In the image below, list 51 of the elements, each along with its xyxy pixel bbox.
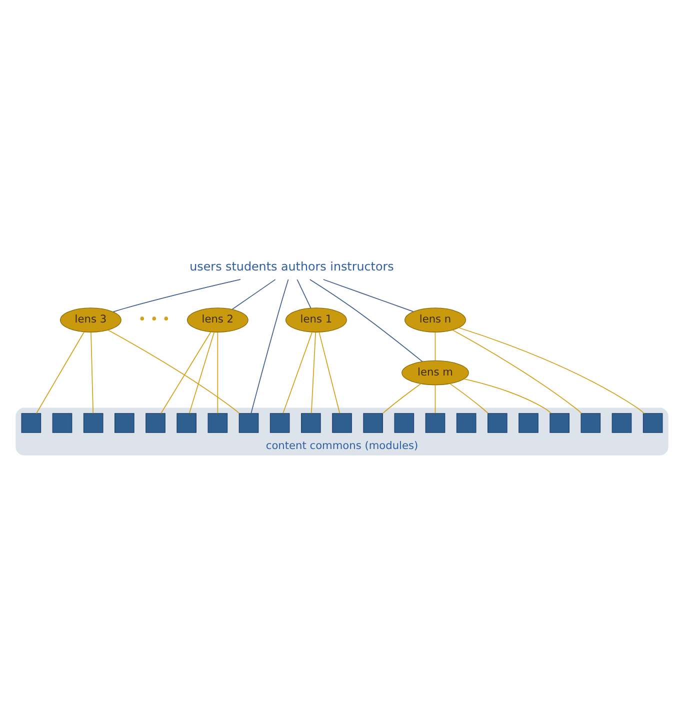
node-box xyxy=(550,412,570,432)
node-box xyxy=(456,412,476,432)
node-box xyxy=(394,412,414,432)
connector xyxy=(217,331,218,414)
node-box xyxy=(21,412,42,432)
node-box xyxy=(146,412,166,432)
node-box xyxy=(52,412,72,432)
connector xyxy=(322,278,414,312)
node-box xyxy=(363,412,383,432)
node-ellipse: lens 3 xyxy=(60,307,122,332)
node-box xyxy=(83,412,104,432)
node-box xyxy=(518,412,538,432)
node-box xyxy=(301,412,321,432)
label: • • • xyxy=(138,312,170,327)
node-ellipse: lens n xyxy=(404,307,466,332)
connector xyxy=(434,331,436,360)
connector xyxy=(434,384,436,414)
cluster: content commons (modules) xyxy=(16,407,668,455)
node-box xyxy=(425,412,446,432)
connector xyxy=(296,278,312,308)
connector xyxy=(282,331,313,414)
connector xyxy=(310,331,316,414)
connector xyxy=(382,382,422,414)
connector xyxy=(112,278,241,312)
connector xyxy=(450,382,488,414)
node-box xyxy=(114,412,134,432)
node-box xyxy=(176,412,196,432)
connector xyxy=(160,331,212,414)
connector xyxy=(458,326,645,414)
connector xyxy=(318,331,340,414)
node-box xyxy=(238,412,259,432)
node-box xyxy=(642,412,663,432)
connector xyxy=(464,378,552,414)
node-box xyxy=(580,412,601,432)
node-ellipse: lens m xyxy=(402,360,469,385)
connector xyxy=(250,278,289,414)
connector xyxy=(90,331,94,414)
connector xyxy=(309,278,423,362)
node-box xyxy=(208,412,228,432)
connector xyxy=(188,331,215,414)
node-ellipse: lens 1 xyxy=(286,307,347,332)
connector xyxy=(108,329,240,414)
node-text: users students authors instructors xyxy=(190,258,394,273)
connector xyxy=(452,329,582,414)
node-box xyxy=(270,412,290,432)
node-ellipse: lens 2 xyxy=(186,307,248,332)
node-box xyxy=(332,412,352,432)
node-box xyxy=(612,412,632,432)
connector xyxy=(36,331,85,414)
node-box xyxy=(488,412,508,432)
connector xyxy=(232,278,276,310)
